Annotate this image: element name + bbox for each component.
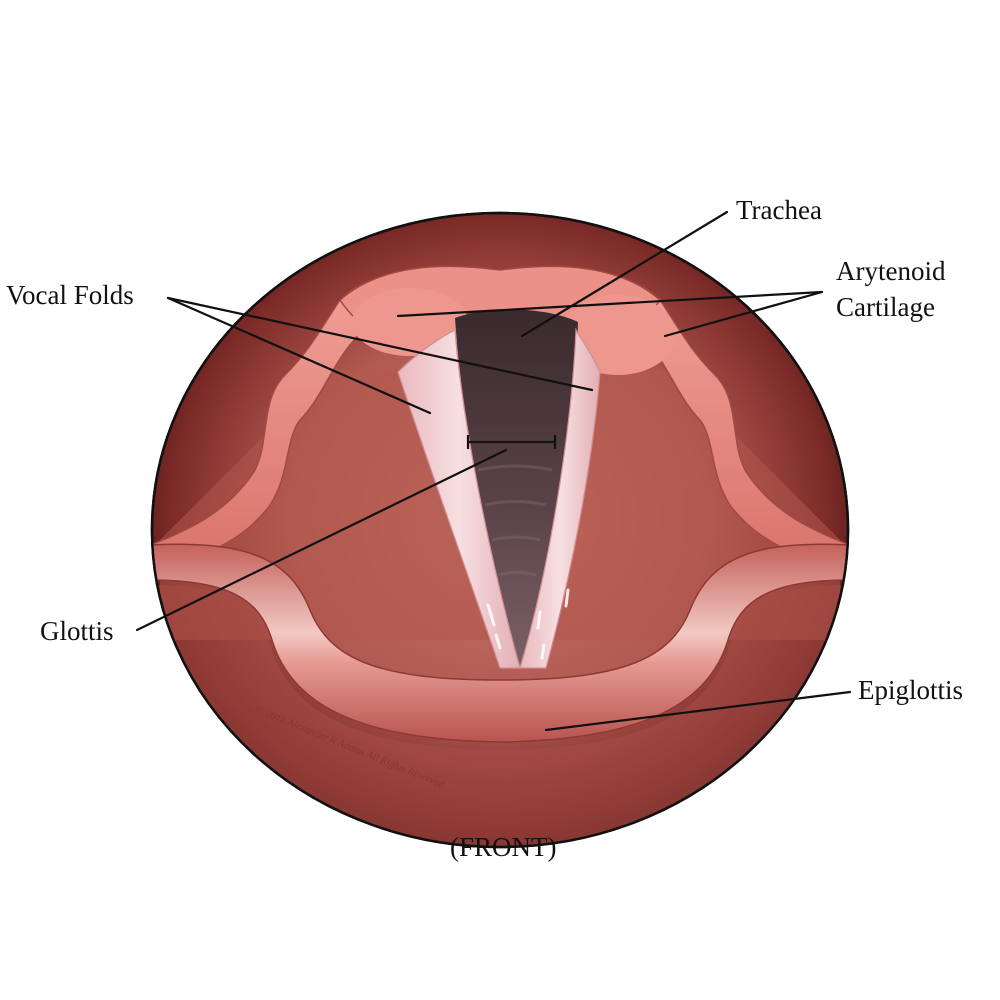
label-arytenoid-line2: Cartilage xyxy=(836,292,935,322)
label-glottis: Glottis xyxy=(40,616,114,646)
vallecula xyxy=(152,585,848,847)
leader-glottis xyxy=(135,448,508,632)
leader-arytenoid-left xyxy=(396,290,824,318)
label-epiglottis: Epiglottis xyxy=(858,675,963,705)
tracheal-rings xyxy=(477,464,553,577)
leader-lines xyxy=(135,210,852,732)
leader-vocal-fold-left xyxy=(166,296,432,415)
label-vocal-folds: Vocal Folds xyxy=(6,280,134,310)
leader-arytenoid-right xyxy=(663,290,824,338)
leader-vocal-fold-right xyxy=(166,296,594,392)
label-front: (FRONT) xyxy=(450,832,557,862)
vocal-fold-left xyxy=(397,329,521,669)
glottis-width-marker xyxy=(466,435,557,449)
trachea-opening xyxy=(455,309,578,668)
vocal-fold-right xyxy=(519,327,601,669)
label-trachea: Trachea xyxy=(736,195,822,225)
fold-highlights xyxy=(486,588,570,660)
epiglottis-shape xyxy=(152,543,848,743)
label-arytenoid-line1: Arytenoid xyxy=(836,256,946,286)
leader-trachea xyxy=(520,210,729,338)
leader-epiglottis xyxy=(544,690,852,732)
